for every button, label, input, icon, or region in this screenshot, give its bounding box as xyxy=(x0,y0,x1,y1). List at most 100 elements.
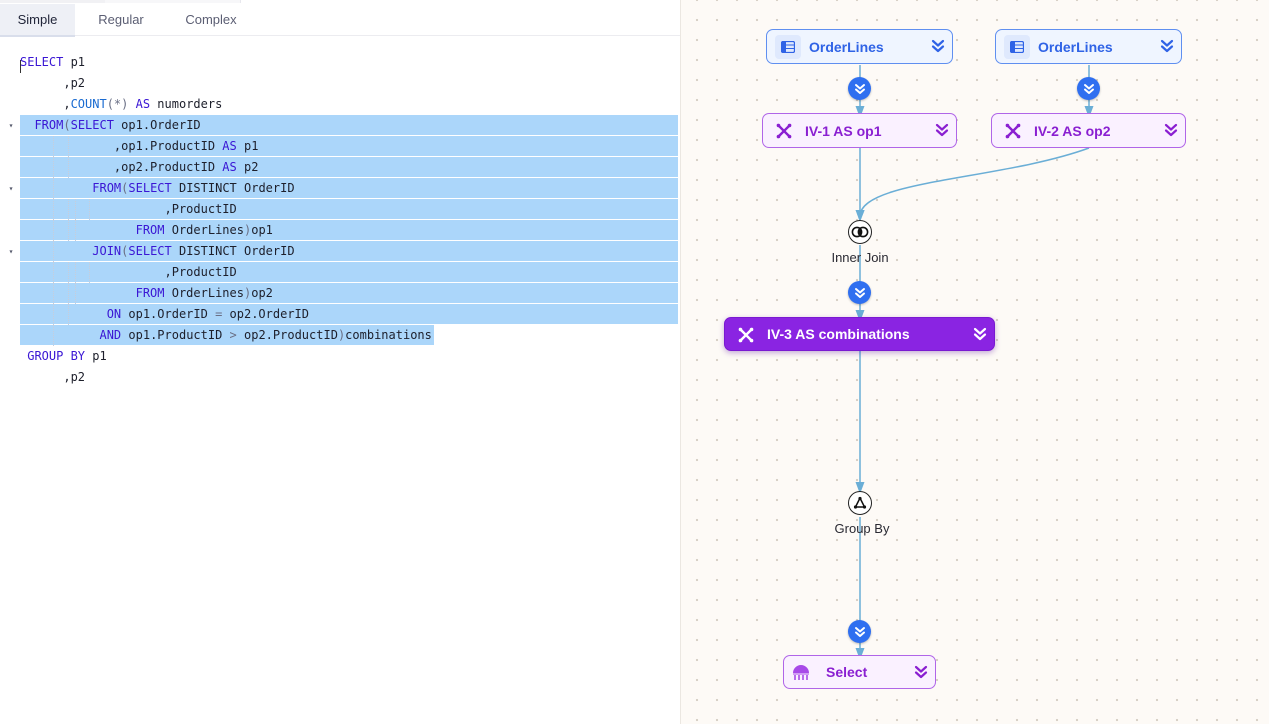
expand-double-chevron-icon[interactable] xyxy=(848,77,871,100)
code-text: FROM OrderLines)op1 xyxy=(20,220,273,241)
code-line[interactable]: ,ProductID xyxy=(0,262,680,283)
indent-guide xyxy=(67,262,69,283)
selection-highlight xyxy=(20,220,678,240)
selection-highlight xyxy=(20,241,678,261)
code-token: op2.ProductID xyxy=(236,328,338,342)
code-token: numorders xyxy=(150,97,223,111)
chevron-double-down-icon[interactable] xyxy=(934,122,950,138)
code-text: AND op1.ProductID > op2.ProductID)combin… xyxy=(20,325,431,346)
expand-double-chevron-icon[interactable] xyxy=(1077,77,1100,100)
shuffle-icon xyxy=(773,121,795,141)
table-icon xyxy=(775,35,801,59)
code-text: ,p2 xyxy=(20,367,85,388)
chevron-double-down-icon[interactable] xyxy=(972,326,988,342)
indent-guide xyxy=(53,283,55,304)
code-line[interactable]: ,p2 xyxy=(0,367,680,388)
expand-double-chevron-icon[interactable] xyxy=(848,281,871,304)
code-token: , xyxy=(20,97,71,111)
tab-simple[interactable]: Simple xyxy=(0,4,75,37)
code-token: OrderLines xyxy=(164,223,244,237)
indent-guide xyxy=(53,220,55,241)
code-text: ON op1.OrderID = op2.OrderID xyxy=(20,304,309,325)
edge-iv2-join xyxy=(855,147,1090,222)
shuffle-icon xyxy=(1002,121,1024,141)
code-text: ,COUNT(*) AS numorders xyxy=(20,94,222,115)
table-node-label: OrderLines xyxy=(1038,38,1113,55)
group-by-icon[interactable] xyxy=(848,491,872,515)
code-line[interactable]: ,op1.ProductID AS p1 xyxy=(0,136,680,157)
select-node[interactable]: Select xyxy=(783,655,936,689)
code-token: FROM xyxy=(135,286,165,300)
indent-guide xyxy=(67,157,69,178)
code-line[interactable]: ▾ FROM(SELECT DISTINCT OrderID xyxy=(0,178,680,199)
diagram-canvas[interactable]: OrderLines OrderLines IV-1 AS xyxy=(680,0,1269,724)
selection-highlight xyxy=(20,283,678,303)
code-token: AND xyxy=(99,328,122,342)
fold-toggle-icon[interactable]: ▾ xyxy=(8,121,14,130)
code-line[interactable]: ,op2.ProductID AS p2 xyxy=(0,157,680,178)
code-token: p2 xyxy=(236,160,259,174)
table-node-orderlines-1[interactable]: OrderLines xyxy=(766,29,953,64)
tab-regular[interactable]: Regular xyxy=(98,12,144,27)
code-line[interactable]: ,ProductID xyxy=(0,199,680,220)
code-line[interactable]: AND op1.ProductID > op2.ProductID)combin… xyxy=(0,325,680,346)
indent-guide xyxy=(74,220,76,241)
code-line[interactable]: ▾ FROM(SELECT op1.OrderID xyxy=(0,115,680,136)
shuffle-icon xyxy=(735,325,757,345)
indent-guide xyxy=(89,262,91,283)
code-text: ,p2 xyxy=(20,73,85,94)
code-token: SELECT xyxy=(128,244,172,258)
code-editor[interactable]: SELECT p1 ,p2 ,COUNT(*) AS numorders▾ FR… xyxy=(0,52,680,388)
code-text: ,op2.ProductID AS p2 xyxy=(20,157,259,178)
group-by-label: Group By xyxy=(834,521,890,536)
indent-guide xyxy=(53,157,55,178)
chevron-double-down-icon[interactable] xyxy=(913,664,929,680)
inner-join-icon[interactable] xyxy=(848,220,872,244)
code-token: DISTINCT OrderID xyxy=(171,244,295,258)
chevron-double-down-icon[interactable] xyxy=(1159,38,1175,54)
format-tabs: Simple Regular Complex xyxy=(0,4,680,37)
code-token: SELECT xyxy=(20,55,64,69)
inline-view-node-iv3[interactable]: IV-3 AS combinations xyxy=(724,317,995,351)
code-line[interactable]: FROM OrderLines)op2 xyxy=(0,283,680,304)
code-line[interactable]: FROM OrderLines)op1 xyxy=(0,220,680,241)
fold-toggle-icon[interactable]: ▾ xyxy=(8,184,14,193)
indent-guide xyxy=(53,178,55,199)
expand-double-chevron-icon[interactable] xyxy=(848,620,871,643)
selection-highlight xyxy=(20,262,678,282)
code-line[interactable]: ON op1.OrderID = op2.OrderID xyxy=(0,304,680,325)
code-token: ,ProductID xyxy=(20,202,237,216)
chevron-double-down-icon[interactable] xyxy=(1163,122,1179,138)
code-token xyxy=(20,223,136,237)
selection-highlight xyxy=(20,178,678,198)
inline-view-node-iv1[interactable]: IV-1 AS op1 xyxy=(762,113,957,148)
indent-guide xyxy=(74,262,76,283)
tab-complex[interactable]: Complex xyxy=(185,12,237,27)
indent-guide xyxy=(89,199,91,220)
selection-highlight xyxy=(20,136,678,156)
code-token: ) xyxy=(243,223,252,237)
code-token: ( xyxy=(63,118,71,132)
code-line[interactable]: SELECT p1 xyxy=(0,52,680,73)
code-token: op1.OrderID xyxy=(121,307,216,321)
code-line[interactable]: ▾ JOIN(SELECT DISTINCT OrderID xyxy=(0,241,680,262)
code-text: ,op1.ProductID AS p1 xyxy=(20,136,259,157)
sql-editor-panel: Simple Regular Complex SELECT p1 ,p2 ,CO… xyxy=(0,0,680,388)
table-node-orderlines-2[interactable]: OrderLines xyxy=(995,29,1182,64)
code-token: op1 xyxy=(251,223,273,237)
chevron-double-down-icon[interactable] xyxy=(930,38,946,54)
indent-guide xyxy=(74,199,76,220)
code-token: ,op2.ProductID xyxy=(20,160,223,174)
code-token: > xyxy=(229,328,237,342)
fold-toggle-icon[interactable]: ▾ xyxy=(8,247,14,256)
code-line[interactable]: ,p2 xyxy=(0,73,680,94)
code-token xyxy=(20,118,34,132)
indent-guide xyxy=(53,136,55,157)
code-line[interactable]: GROUP BY p1 xyxy=(0,346,680,367)
indent-guide xyxy=(67,220,69,241)
code-line[interactable]: ,COUNT(*) AS numorders xyxy=(0,94,680,115)
select-icon xyxy=(790,662,812,684)
inline-view-node-iv2[interactable]: IV-2 AS op2 xyxy=(991,113,1186,148)
code-token: ,op1.ProductID xyxy=(20,139,223,153)
